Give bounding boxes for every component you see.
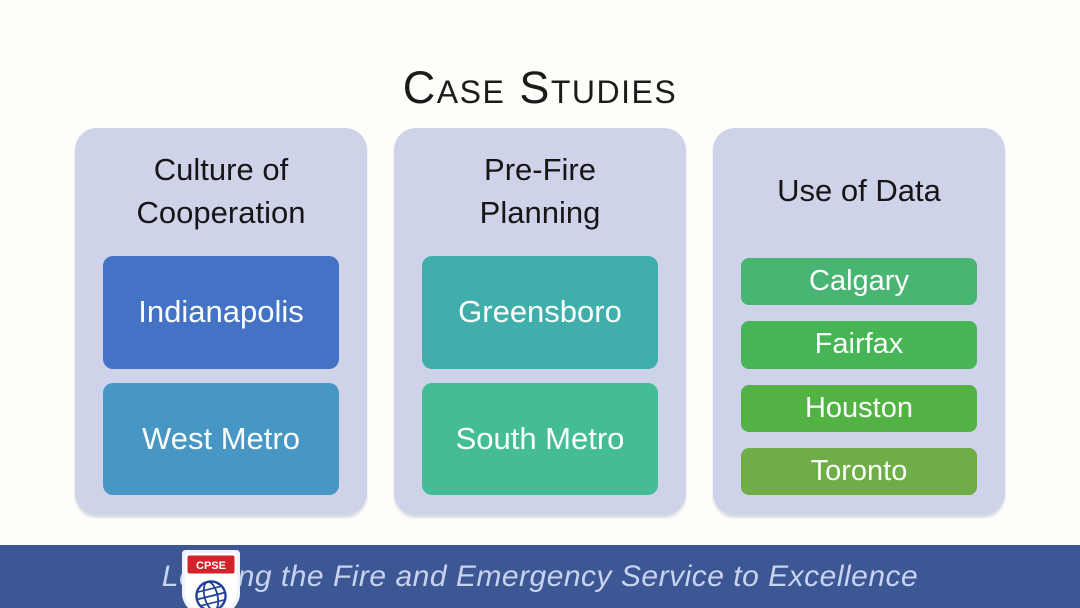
cpse-logo: CPSE (181, 549, 241, 608)
case-study-box-west-metro: West Metro (103, 382, 339, 495)
case-study-box-indianapolis: Indianapolis (103, 256, 339, 369)
column-culture-of-cooperation: Culture of Cooperation Indianapolis West… (75, 128, 367, 515)
slide-title: Case Studies (402, 62, 678, 113)
logo-text: CPSE (196, 560, 226, 572)
case-study-box-south-metro: South Metro (422, 382, 658, 495)
case-study-box-fairfax: Fairfax (741, 321, 977, 369)
case-study-box-toronto: Toronto (741, 447, 977, 495)
footer-bar: Leading the Fire and Emergency Service t… (0, 545, 1080, 608)
column-use-of-data: Use of Data Calgary Fairfax Houston Toro… (713, 128, 1005, 515)
column-pre-fire-planning: Pre-Fire Planning Greensboro South Metro (394, 128, 686, 515)
footer-tagline: Leading the Fire and Emergency Service t… (161, 559, 919, 593)
column-header: Culture of Cooperation (136, 151, 306, 230)
case-study-box-calgary: Calgary (741, 258, 977, 306)
column-header: Pre-Fire Planning (479, 151, 601, 230)
column-header: Use of Data (777, 173, 941, 209)
case-study-box-greensboro: Greensboro (422, 256, 658, 369)
case-study-box-houston: Houston (741, 384, 977, 432)
globe-shield-icon: CPSE (182, 550, 240, 608)
case-study-columns: Culture of Cooperation Indianapolis West… (75, 128, 1005, 515)
